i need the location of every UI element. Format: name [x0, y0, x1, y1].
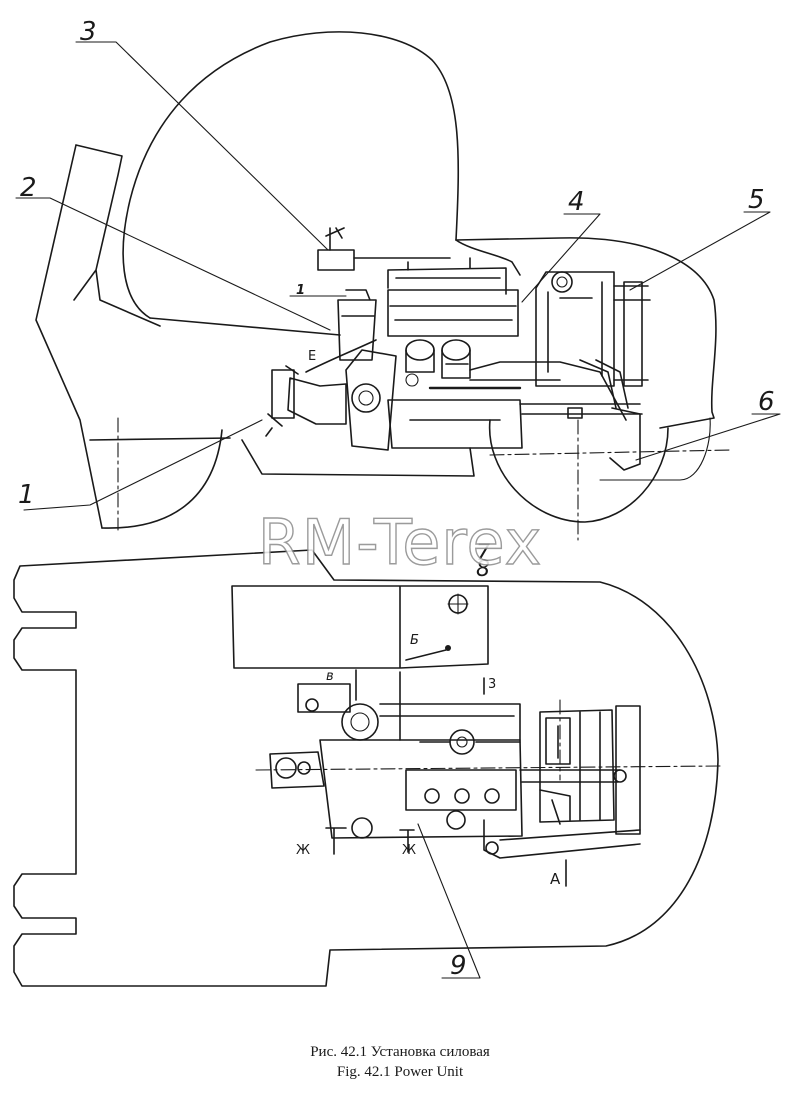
view-label-zh-right: Ж	[402, 843, 416, 858]
body-contour	[89, 237, 717, 441]
plan-view	[13, 549, 721, 987]
cab-window-outline	[122, 31, 460, 319]
caption-ru: Рис. 42.1 Установка силовая	[310, 1044, 490, 1060]
flywheel-housing	[345, 349, 397, 451]
view-label-a: А	[550, 870, 561, 888]
view-label-3: 3	[488, 677, 496, 692]
view-label-zh-left: Ж	[296, 843, 310, 858]
callout-4: 4	[568, 187, 585, 217]
cab-plan	[231, 585, 489, 669]
radiator-plan	[539, 709, 615, 823]
view-label-b: Б	[410, 633, 419, 648]
power-unit-drawing: 1 2 3 4 5 6 7 8 9 1 Е Б в 3 Ж Ж А	[13, 17, 781, 987]
watermark: RM-Terex	[257, 505, 543, 579]
side-view	[35, 31, 731, 541]
chassis-outline	[13, 549, 719, 987]
radiator	[535, 271, 615, 387]
engine-block	[387, 289, 519, 337]
callout-9: 9	[450, 951, 467, 981]
engine-plan	[319, 739, 523, 839]
cab-pillar	[35, 144, 161, 529]
turbocharger	[341, 703, 379, 741]
leader-lines	[15, 41, 781, 979]
callout-8: 8	[476, 557, 490, 582]
rear-wheel	[488, 419, 669, 523]
callouts: 1 2 3 4 5 6 7 8 9 1 Е Б в 3 Ж Ж А	[18, 17, 775, 981]
callout-5: 5	[748, 185, 765, 215]
view-label-1: 1	[296, 283, 305, 298]
front-wheel	[101, 429, 223, 529]
callout-1: 1	[18, 480, 35, 510]
caption-en: Fig. 42.1 Power Unit	[336, 1064, 464, 1080]
view-label-e: Е	[308, 349, 316, 364]
view-label-v: в	[326, 669, 334, 684]
callout-2: 2	[20, 173, 37, 203]
callout-3: 3	[80, 17, 97, 47]
frame-rail	[241, 439, 475, 477]
callout-6: 6	[758, 387, 775, 417]
callout-7: 7	[476, 541, 490, 566]
